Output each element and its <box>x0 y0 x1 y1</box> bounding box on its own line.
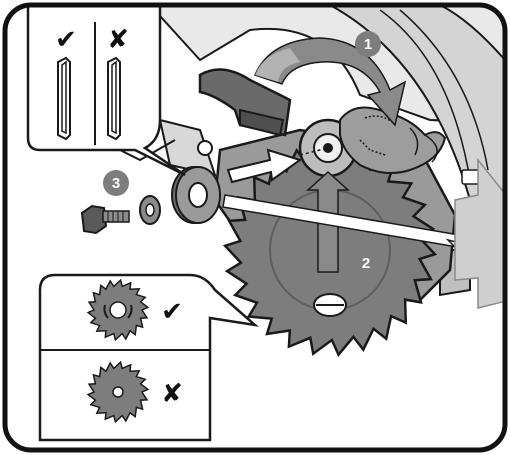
correct-check-mark-icon: ✔ <box>55 25 77 55</box>
bolt-icon <box>82 206 129 233</box>
blade-direction-callout: ✔ ✘ <box>40 275 255 440</box>
diagram-content: 1 2 3 ✔ ✘ <box>28 5 510 440</box>
blade-washer-icon <box>140 196 160 224</box>
correct-check-mark-icon: ✔ <box>161 297 183 327</box>
step-1-marker: 1 <box>355 31 381 57</box>
svg-text:1: 1 <box>364 36 372 53</box>
wrong-cross-mark-icon: ✘ <box>107 25 129 55</box>
step-3-marker: 3 <box>103 170 129 196</box>
svg-text:2: 2 <box>362 255 370 272</box>
flange-profile-correct <box>58 58 70 139</box>
svg-text:3: 3 <box>112 175 120 192</box>
flange-profile-wrong <box>108 58 120 139</box>
step-2-marker: 2 <box>353 250 379 276</box>
wrong-cross-mark-icon: ✘ <box>161 379 183 409</box>
outer-flange-icon <box>172 167 220 223</box>
flange-orientation-callout: ✔ ✘ <box>28 5 185 175</box>
